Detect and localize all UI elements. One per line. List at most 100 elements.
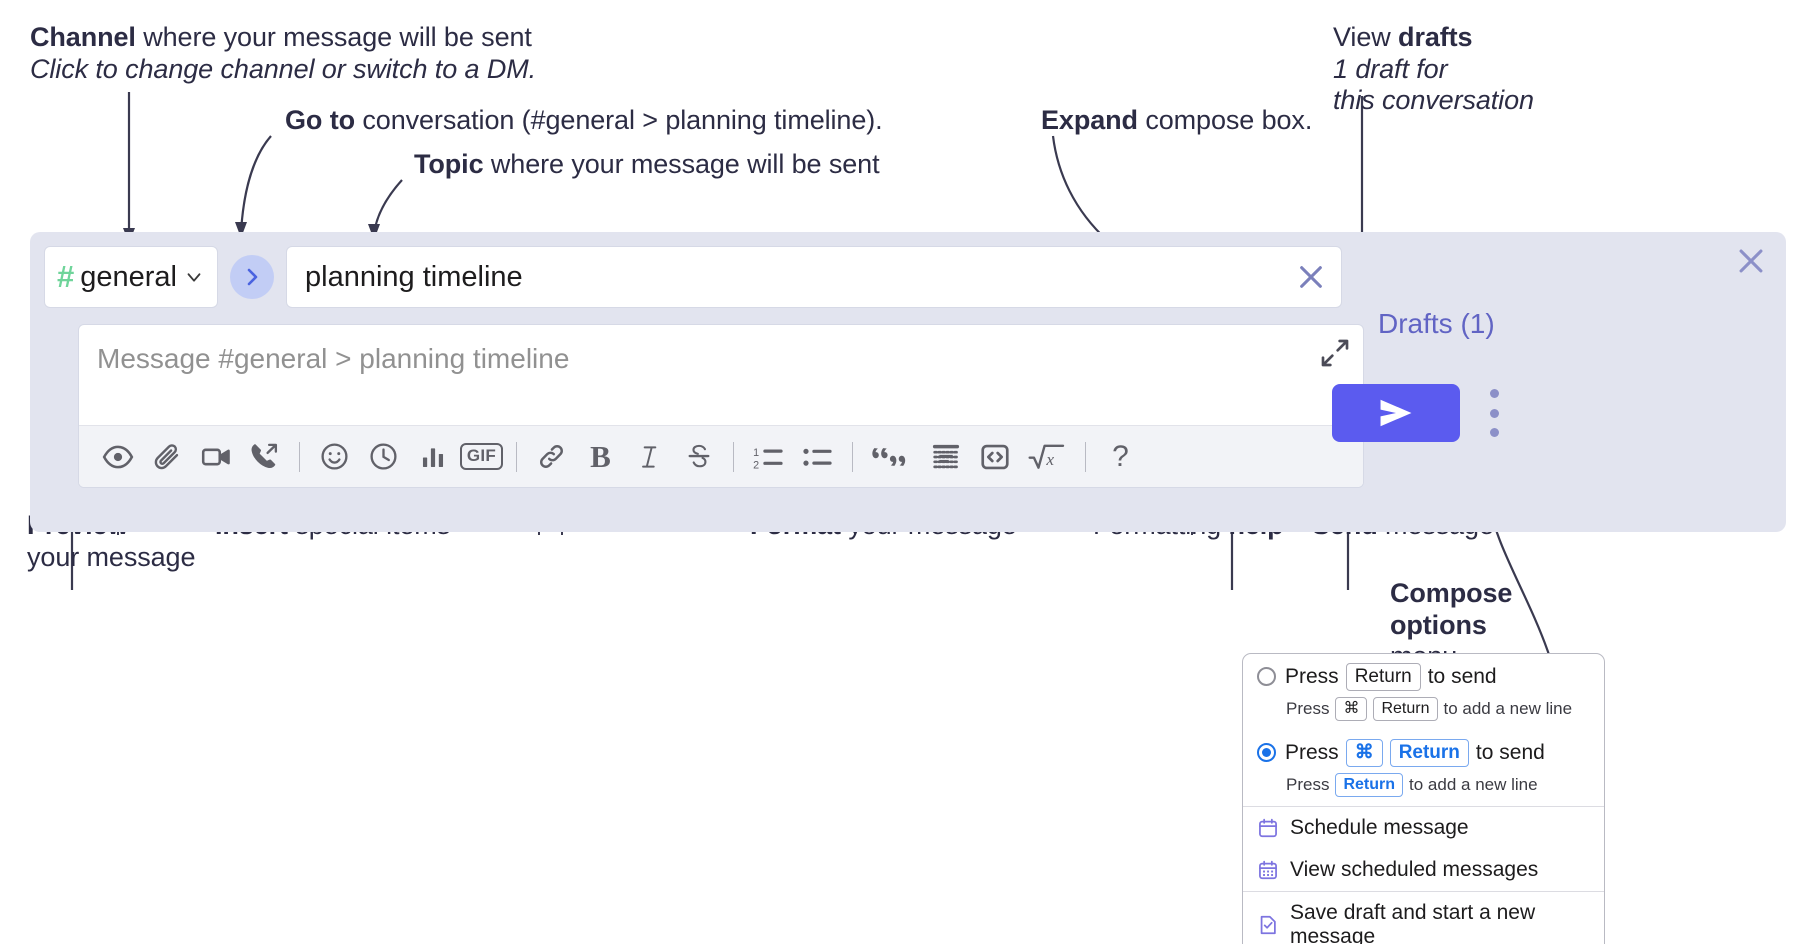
message-input[interactable]: Message #general > planning timeline <box>97 343 570 374</box>
anno-goto-bold: Go to <box>285 105 355 135</box>
radio-cmd-return[interactable] <box>1257 743 1276 763</box>
anno-drafts-italic2: this conversation <box>1333 85 1534 116</box>
anno-channel-italic: Click to change channel or switch to a D… <box>30 53 537 84</box>
opt1-key1: ⌘ <box>1345 738 1383 767</box>
opt1-sub-key: Return <box>1335 772 1404 797</box>
save-draft-icon <box>1260 915 1276 934</box>
anno-goto: Go to conversation (#general > planning … <box>285 105 883 137</box>
anno-topic-bold: Topic <box>414 149 484 179</box>
menu-divider <box>1243 890 1604 892</box>
toolbar-separator <box>516 441 517 472</box>
topic-value: planning timeline <box>305 260 523 293</box>
gif-icon[interactable]: GIF <box>457 434 506 480</box>
menu-item-schedule-message[interactable]: Schedule message <box>1243 807 1604 849</box>
formatting-toolbar: GIF B <box>79 425 1363 487</box>
compose-options-menu: Press Return to send Press ⌘ Return to a… <box>1242 653 1605 944</box>
send-option-cmd-return-hint: Press Return to add a new line <box>1243 768 1604 806</box>
kebab-dot <box>1489 408 1499 418</box>
opt1-sub-post: to add a new line <box>1409 774 1538 794</box>
bold-label: B <box>590 438 611 474</box>
anno-channel: Channel where your message will be sent … <box>30 22 536 85</box>
math-icon[interactable]: x <box>1019 434 1075 480</box>
link-icon[interactable] <box>527 434 576 480</box>
help-label: ? <box>1112 439 1129 473</box>
attachment-icon[interactable] <box>142 434 191 480</box>
toolbar-separator <box>299 441 300 472</box>
hash-icon: # <box>57 258 75 294</box>
channel-selector[interactable]: # general <box>44 246 218 308</box>
anno-drafts-italic1: 1 draft for <box>1333 53 1448 84</box>
compose-options-button[interactable] <box>1483 389 1505 437</box>
anno-expand-bold: Expand <box>1041 105 1138 135</box>
drafts-link[interactable]: Drafts (1) <box>1378 308 1495 339</box>
anno-drafts-bold: drafts <box>1398 22 1473 52</box>
opt0-sub-key2: Return <box>1373 696 1438 721</box>
menu-item-label: Save draft and start a new message <box>1290 900 1536 944</box>
anno-channel-rest: where your message will be sent <box>135 22 532 52</box>
menu-item-label: Schedule message <box>1290 815 1469 839</box>
radio-return[interactable] <box>1257 667 1276 687</box>
toolbar-separator <box>1085 441 1086 472</box>
anno-channel-bold: Channel <box>30 22 136 52</box>
close-icon[interactable] <box>1734 244 1768 278</box>
anno-drafts: View drafts 1 draft for this conversatio… <box>1333 22 1534 117</box>
poll-icon[interactable] <box>408 434 457 480</box>
anno-compose-bold1: Compose <box>1390 578 1513 608</box>
send-option-return[interactable]: Press Return to send <box>1243 654 1604 692</box>
svg-text:1: 1 <box>753 446 759 458</box>
opt1-post: to send <box>1475 740 1545 764</box>
bold-icon[interactable]: B <box>576 434 625 480</box>
italic-icon[interactable] <box>625 434 674 480</box>
huddle-icon[interactable] <box>240 434 289 480</box>
calendar-icon <box>1259 818 1277 837</box>
opt1-sub-pre: Press <box>1286 774 1330 794</box>
code-block-icon[interactable] <box>921 434 970 480</box>
opt1-key2: Return <box>1389 738 1469 767</box>
inline-code-icon[interactable] <box>970 434 1019 480</box>
blockquote-icon[interactable] <box>863 434 921 480</box>
opt0-pre: Press <box>1285 664 1339 688</box>
menu-item-view-scheduled-messages[interactable]: View scheduled messages <box>1243 849 1604 891</box>
menu-item-save-draft[interactable]: Save draft and start a new message <box>1243 892 1604 944</box>
send-icon <box>1380 399 1412 427</box>
clear-topic-icon[interactable] <box>1295 261 1327 293</box>
compose-header-row: # general planning timeline <box>44 246 1342 308</box>
preview-icon[interactable] <box>93 434 142 480</box>
expand-icon[interactable] <box>1319 337 1351 369</box>
topic-input[interactable]: planning timeline <box>286 246 1342 308</box>
opt0-sub-post: to add a new line <box>1443 698 1573 718</box>
anno-goto-rest: conversation (#general > planning timeli… <box>354 105 883 135</box>
opt0-sub-pre: Press <box>1286 698 1330 718</box>
opt0-sub-key1: ⌘ <box>1335 696 1368 721</box>
toolbar-separator <box>733 441 734 472</box>
help-icon[interactable]: ? <box>1096 434 1145 480</box>
chevron-right-icon <box>247 268 258 286</box>
send-button[interactable] <box>1332 384 1460 442</box>
send-option-return-hint: Press ⌘ Return to add a new line <box>1243 692 1604 730</box>
kebab-dot <box>1489 389 1499 398</box>
ordered-list-icon[interactable]: 1 2 <box>744 434 793 480</box>
reminder-icon[interactable] <box>359 434 408 480</box>
anno-preview-line2: your message <box>27 541 196 572</box>
anno-topic-rest: where your message will be sent <box>483 149 880 179</box>
svg-text:2: 2 <box>753 459 759 471</box>
opt0-post: to send <box>1427 664 1497 688</box>
send-option-cmd-return[interactable]: Press ⌘ Return to send <box>1243 730 1604 768</box>
strikethrough-icon[interactable] <box>674 434 723 480</box>
message-input-container: Message #general > planning timeline <box>78 324 1364 488</box>
emoji-icon[interactable] <box>310 434 359 480</box>
video-icon[interactable] <box>191 434 240 480</box>
anno-expand: Expand compose box. <box>1041 105 1312 137</box>
opt0-key: Return <box>1345 663 1421 691</box>
toolbar-separator <box>852 441 853 472</box>
go-to-conversation-button[interactable] <box>230 255 274 299</box>
bulleted-list-icon[interactable] <box>793 434 842 480</box>
gif-label: GIF <box>459 443 504 470</box>
anno-compose-bold2: options <box>1390 609 1487 640</box>
chevron-down-icon <box>187 273 201 282</box>
channel-name: general <box>80 260 177 293</box>
anno-drafts-pre: View <box>1333 22 1399 52</box>
anno-topic: Topic where your message will be sent <box>414 149 880 181</box>
anno-expand-rest: compose box. <box>1137 105 1313 135</box>
